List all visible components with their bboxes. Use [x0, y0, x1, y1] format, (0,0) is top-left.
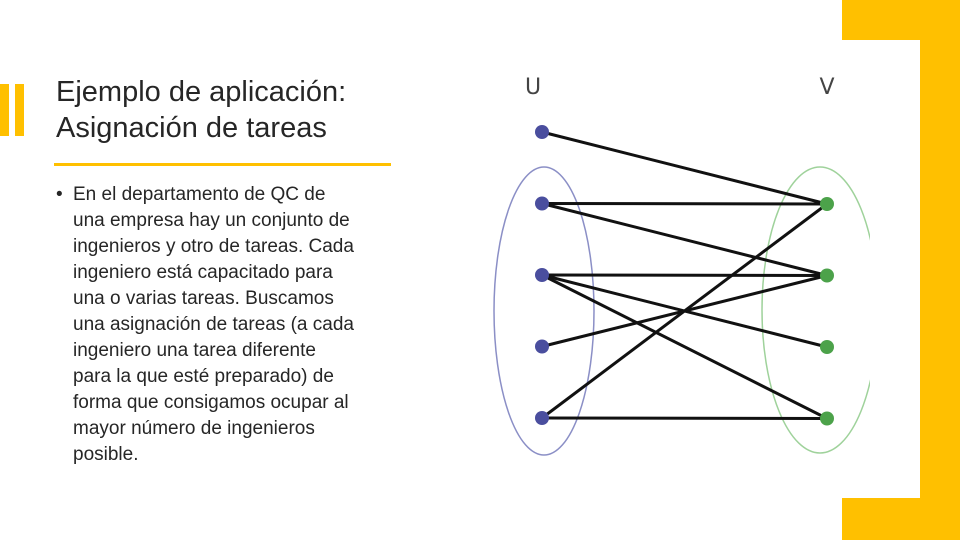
slide-title: Ejemplo de aplicación: Asignación de tar…	[56, 74, 396, 146]
edge-u3-v4	[541, 273, 828, 420]
bullet-line: posible.	[73, 444, 139, 465]
title-accent-bar	[15, 84, 24, 136]
bullet-point: •	[56, 184, 63, 205]
bullet-text: En el departamento de QC de una empresa …	[73, 182, 403, 468]
edge-u3-v2	[541, 273, 828, 277]
node-u5	[535, 411, 549, 425]
node-u4	[535, 339, 549, 354]
node-v4	[820, 411, 834, 426]
node-v3	[820, 340, 834, 354]
set-v-ellipse	[761, 166, 870, 454]
title-underline	[54, 163, 391, 166]
title-line: Asignación de tareas	[56, 112, 327, 144]
set-label-v: V	[819, 75, 834, 100]
bullet-line: para la que esté preparado) de	[73, 366, 334, 387]
bullet-line: mayor número de ingenieros	[73, 418, 315, 439]
bullet-line: En el departamento de QC de	[73, 184, 326, 205]
bullet-line: ingenieros y otro de tareas. Cada	[73, 236, 354, 257]
bullet-line: forma que consigamos ocupar al	[73, 392, 349, 413]
edges-group	[541, 130, 828, 420]
nodes-group	[535, 125, 834, 426]
edge-u5-v4	[541, 416, 828, 420]
node-v1	[820, 197, 834, 211]
bipartite-graph: U V	[493, 75, 870, 456]
bullet-line: ingeniero una tarea diferente	[73, 340, 316, 361]
bullet-line: una asignación de tareas (a cada	[73, 314, 354, 335]
bullet-line: una empresa hay un conjunto de	[73, 210, 350, 231]
accent-frame-inner	[842, 40, 920, 498]
set-label-u: U	[525, 75, 541, 100]
edge-u2-v2	[541, 202, 828, 277]
node-v2	[820, 268, 834, 283]
title-line: Ejemplo de aplicación:	[56, 76, 347, 108]
node-u3	[535, 268, 549, 282]
edge-u2-v1	[541, 202, 828, 206]
set-u-ellipse	[493, 166, 595, 456]
edge-u1-v1	[541, 130, 828, 206]
bullet-line: una o varias tareas. Buscamos	[73, 288, 334, 309]
node-u2	[535, 196, 549, 211]
title-accent-bar	[0, 84, 9, 136]
edge-u5-v1	[541, 202, 828, 420]
node-u1	[535, 125, 549, 139]
bullet-line: ingeniero está capacitado para	[73, 262, 333, 283]
